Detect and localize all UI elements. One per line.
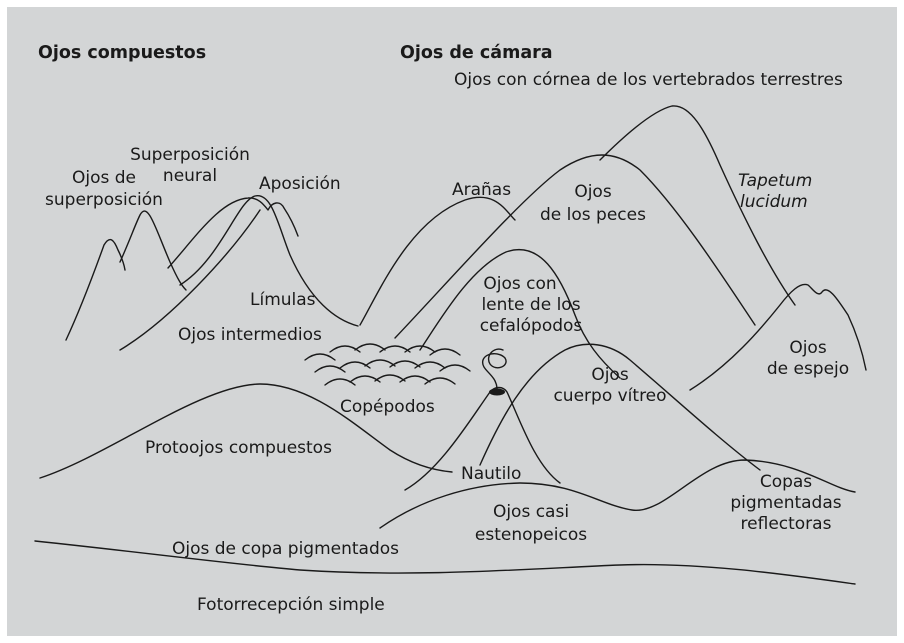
ridge-cephalopod-eyes bbox=[419, 249, 621, 379]
label-cephalopod-eyes: cefalópodos bbox=[480, 316, 583, 336]
label-near-pinhole-eyes: estenopeicos bbox=[475, 525, 587, 545]
ridge-protocompound-eyes bbox=[39, 383, 453, 479]
label-cephalopod-eyes: Ojos con bbox=[483, 274, 556, 294]
label-limulus: Límulas bbox=[250, 290, 316, 310]
copepod-arc bbox=[389, 360, 421, 368]
copepod-arc bbox=[329, 345, 361, 353]
ridge-simple-photoreception bbox=[34, 540, 856, 585]
label-copepods: Copépodos bbox=[340, 397, 435, 417]
label-fish-eyes: Ojos bbox=[574, 182, 612, 202]
landscape-ridges bbox=[34, 105, 867, 585]
copepod-arc bbox=[349, 375, 381, 383]
copepod-arc bbox=[424, 377, 456, 385]
copepod-arc bbox=[339, 361, 371, 369]
copepod-arc bbox=[364, 359, 396, 367]
ridge-limulus bbox=[179, 195, 359, 327]
ridge-neural-superposition bbox=[119, 210, 187, 291]
nautilus-eye-dot bbox=[489, 388, 505, 396]
ridge-nautilus bbox=[404, 386, 561, 491]
ridge-intermediate bbox=[119, 209, 261, 351]
label-mirror-eyes: de espejo bbox=[767, 359, 849, 379]
copepod-arc bbox=[414, 361, 446, 369]
ridge-superposition bbox=[65, 238, 126, 341]
copepod-arc bbox=[429, 348, 461, 356]
ridge-vitreous-eyes bbox=[479, 343, 761, 471]
label-reflective-pigment-cups: Copas bbox=[760, 472, 812, 492]
copepod-arc bbox=[439, 364, 471, 372]
label-spiders: Arañas bbox=[452, 180, 511, 200]
label-vitreous-body-eyes: cuerpo vítreo bbox=[553, 386, 666, 406]
label-superposition-eyes: Ojos de bbox=[72, 168, 136, 188]
label-pigment-cup-eyes: Ojos de copa pigmentados bbox=[172, 539, 399, 559]
label-neural-superposition: neural bbox=[163, 166, 217, 186]
copepod-arc bbox=[374, 374, 406, 382]
copepod-arc bbox=[314, 365, 346, 373]
label-reflective-pigment-cups: reflectoras bbox=[741, 514, 832, 534]
copepod-arc bbox=[324, 378, 356, 386]
label-tapetum-lucidum: Tapetum bbox=[738, 171, 812, 191]
label-nautilus: Nautilo bbox=[461, 464, 521, 484]
label-cephalopod-eyes: lente de los bbox=[481, 295, 580, 315]
ridge-fish-eyes bbox=[394, 154, 756, 339]
label-vitreous-body-eyes: Ojos bbox=[591, 365, 629, 385]
label-protocompound-eyes: Protoojos compuestos bbox=[145, 438, 332, 458]
diagram-labels: Ojos compuestos Ojos de cámara Ojos con … bbox=[38, 43, 849, 615]
copepod-arc bbox=[304, 353, 336, 361]
label-simple-photoreception: Fotorrecepción simple bbox=[197, 595, 385, 615]
copepod-arc bbox=[399, 375, 431, 383]
copepod-arc bbox=[354, 343, 386, 351]
nautilus-spiral-icon bbox=[482, 348, 507, 389]
label-tapetum-lucidum: lucidum bbox=[740, 192, 808, 212]
ridge-terrestrial-eyes bbox=[599, 105, 796, 306]
copepod-arc bbox=[404, 345, 436, 353]
heading-compound-eyes: Ojos compuestos bbox=[38, 43, 206, 63]
label-reflective-pigment-cups: pigmentadas bbox=[730, 493, 841, 513]
label-intermediate-eyes: Ojos intermedios bbox=[178, 325, 322, 345]
ridge-mirror-eyes bbox=[689, 283, 867, 391]
label-neural-superposition: Superposición bbox=[130, 145, 250, 165]
label-mirror-eyes: Ojos bbox=[789, 338, 827, 358]
copepod-arcs bbox=[304, 343, 471, 386]
label-apposition: Aposición bbox=[259, 174, 341, 194]
ridge-apposition-peak bbox=[167, 197, 299, 269]
diagram-background bbox=[7, 7, 897, 636]
label-near-pinhole-eyes: Ojos casi bbox=[493, 502, 569, 522]
ridge-pinhole-eyes bbox=[379, 459, 856, 529]
heading-camera-eyes: Ojos de cámara bbox=[400, 43, 553, 63]
label-terrestrial-cornea-eyes: Ojos con córnea de los vertebrados terre… bbox=[454, 70, 843, 90]
label-superposition-eyes: superposición bbox=[45, 190, 163, 210]
ridge-spiders bbox=[359, 196, 516, 326]
label-fish-eyes: de los peces bbox=[540, 205, 646, 225]
